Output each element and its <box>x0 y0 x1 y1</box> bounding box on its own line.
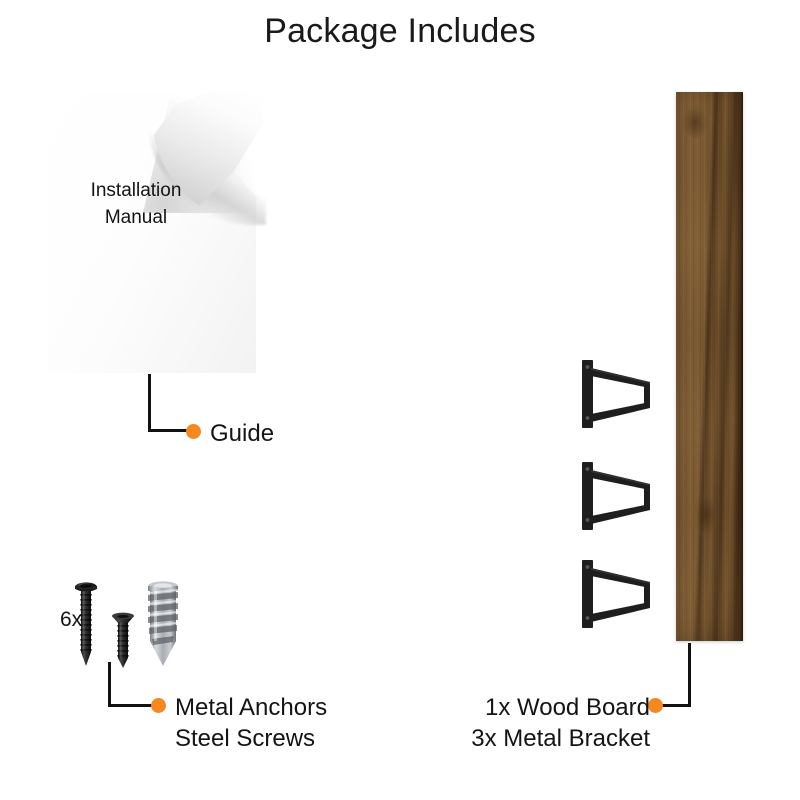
manual-title-line-1: Installation <box>90 180 182 201</box>
manual-cover-text: Installation Manual <box>47 177 225 231</box>
anchors-dot-marker-icon <box>151 698 166 713</box>
metal-bracket-icon <box>580 460 656 536</box>
installation-manual-illustration: Installation Manual <box>47 91 266 373</box>
guide-leader-horizontal <box>148 429 192 432</box>
callout-guide: Guide <box>210 418 274 449</box>
manual-title-line-2: Manual <box>104 207 168 228</box>
short-screw <box>112 612 134 668</box>
callout-anchors-line-2: Steel Screws <box>175 725 316 752</box>
wood-board-right-edge <box>736 92 743 641</box>
board-leader-horizontal <box>660 704 691 707</box>
fasteners-illustration <box>60 578 190 670</box>
anchors-leader-vertical <box>108 662 111 707</box>
wood-knot-top <box>682 104 708 138</box>
callout-board-line-1: 1x Wood Board <box>485 694 650 721</box>
fastener-quantity-label: 6x <box>60 608 83 631</box>
anchors-leader-horizontal <box>108 704 156 707</box>
board-leader-vertical <box>688 643 691 707</box>
metal-bracket-icon <box>580 558 656 634</box>
long-screw <box>75 582 97 666</box>
board-dot-marker-icon <box>648 698 663 713</box>
callout-anchors-line-1: Metal Anchors <box>175 694 328 721</box>
guide-dot-marker-icon <box>186 424 201 439</box>
page-title: Package Includes <box>264 12 536 50</box>
metal-anchor <box>148 581 178 666</box>
wood-knot-bottom <box>694 492 718 538</box>
callout-guide-label: Guide <box>210 420 275 447</box>
callout-board-line-2: 3x Metal Bracket <box>471 725 650 752</box>
callout-board-brackets: 1x Wood Board 3x Metal Bracket <box>471 692 650 754</box>
wood-board-icon <box>676 92 743 641</box>
metal-bracket-icon <box>580 358 656 434</box>
guide-leader-vertical <box>148 374 151 432</box>
callout-anchors-screws: Metal Anchors Steel Screws <box>175 692 327 754</box>
